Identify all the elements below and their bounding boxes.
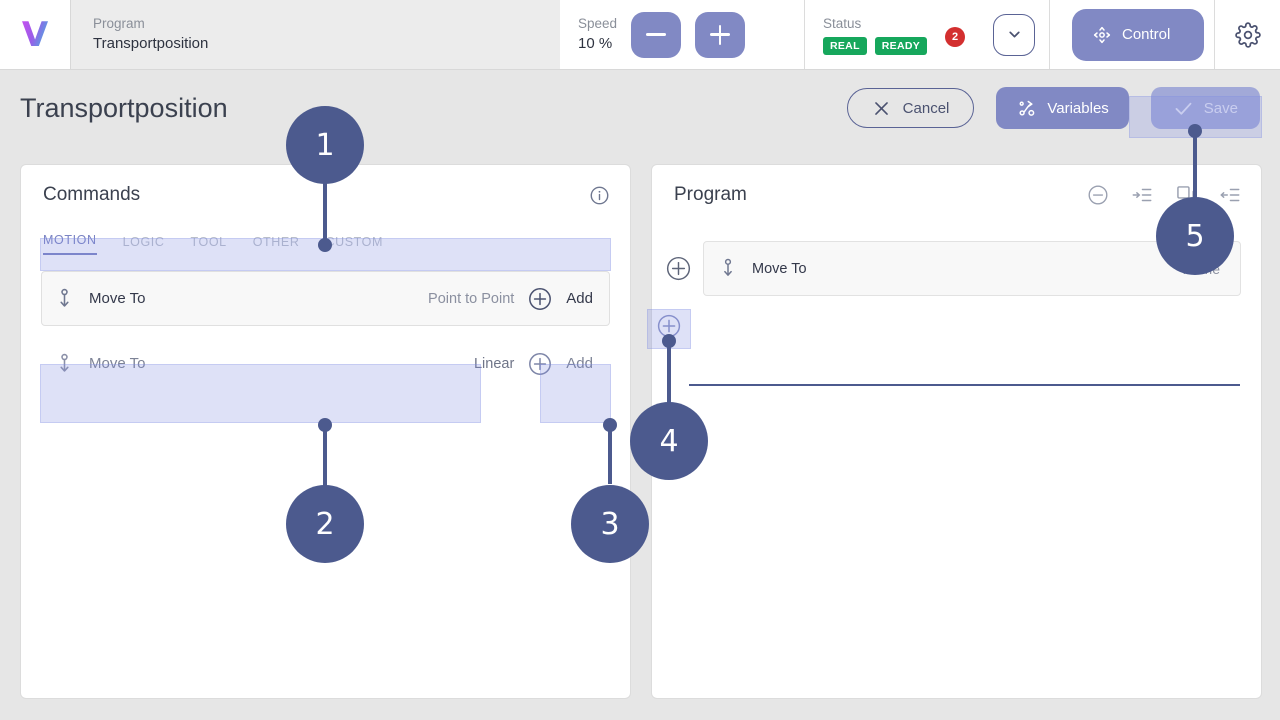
command-name: Move To — [89, 355, 146, 372]
speed-value: 10 % — [578, 35, 613, 53]
program-panel-header: Program — [652, 165, 1261, 225]
move-crosshair-icon — [1093, 26, 1111, 43]
commands-tabs: MOTION LOGIC TOOL OTHER CUSTOM — [21, 225, 630, 255]
duplicate-icon[interactable] — [1175, 184, 1197, 206]
status-readout: Status REAL READY — [823, 14, 928, 56]
check-icon — [1175, 102, 1192, 115]
cancel-button-label: Cancel — [902, 99, 950, 117]
program-add-top-button[interactable] — [666, 256, 691, 281]
program-row-name: Move To — [752, 260, 807, 277]
command-meta: Point to Point — [428, 290, 515, 307]
status-badges: REAL READY — [823, 37, 928, 56]
commands-panel: Commands MOTION LOGIC TOOL OTHER CUSTOM — [20, 164, 631, 699]
commands-list: Move To Point to Point Add Move To — [21, 255, 630, 391]
plus-icon — [710, 24, 731, 45]
status-area: Status REAL READY 2 — [805, 0, 1050, 69]
program-row-move-to[interactable]: Move To Home — [703, 241, 1241, 296]
variables-button-label: Variables — [1047, 99, 1109, 117]
speed-decrease-button[interactable] — [631, 11, 682, 58]
tab-custom[interactable]: CUSTOM — [325, 235, 384, 249]
status-badge-real: REAL — [823, 37, 867, 56]
variables-graph-icon — [1019, 100, 1035, 116]
plus-circle-icon[interactable] — [528, 352, 552, 376]
program-name-field[interactable]: Program Transportposition — [70, 0, 560, 69]
tab-logic[interactable]: LOGIC — [122, 235, 165, 249]
page-title: Transportposition — [20, 92, 228, 123]
program-panel-toolbar — [1087, 184, 1241, 206]
save-button-label: Save — [1203, 99, 1238, 117]
command-add-label[interactable]: Add — [566, 290, 593, 307]
status-expand-button[interactable] — [993, 13, 1035, 56]
tab-other[interactable]: OTHER — [252, 235, 300, 249]
plus-circle-icon[interactable] — [528, 287, 552, 311]
move-to-icon — [60, 288, 69, 307]
program-value: Transportposition — [93, 35, 209, 53]
command-row-move-to-linear[interactable]: Move To Linear Add — [41, 336, 610, 391]
program-label: Program — [93, 15, 145, 31]
page-actions: Cancel Variables Save — [846, 87, 1260, 129]
close-icon — [874, 101, 888, 115]
minus-circle-icon[interactable] — [1087, 184, 1109, 206]
speed-control: Speed 10 % — [560, 0, 805, 69]
command-row-actions: Linear Add — [474, 352, 593, 376]
move-to-icon — [60, 353, 69, 372]
save-button[interactable]: Save — [1150, 87, 1260, 129]
commands-panel-title: Commands — [43, 184, 141, 205]
status-badge-ready: READY — [874, 37, 928, 56]
program-row-wrap: Move To Home — [666, 241, 1241, 296]
command-row-actions: Point to Point Add — [428, 287, 593, 311]
app-logo[interactable]: V — [0, 0, 70, 69]
program-panel-title: Program — [674, 184, 747, 205]
cancel-button[interactable]: Cancel — [846, 88, 975, 128]
commands-panel-header: Commands — [21, 165, 630, 225]
control-button[interactable]: Control — [1072, 8, 1204, 61]
program-insert-line — [689, 384, 1240, 386]
command-meta: Linear — [473, 355, 515, 372]
gear-icon — [1234, 21, 1261, 48]
logo-v-icon: V — [21, 14, 49, 55]
command-row-move-to-ptp[interactable]: Move To Point to Point Add — [41, 271, 610, 326]
top-bar: V Program Transportposition Speed 10 % S… — [0, 0, 1280, 70]
tab-tool[interactable]: TOOL — [190, 235, 227, 249]
commands-panel-header-icons — [589, 185, 610, 206]
minus-icon — [646, 33, 667, 36]
command-add-label[interactable]: Add — [566, 355, 593, 372]
program-add-insert-button[interactable] — [657, 314, 681, 338]
move-to-icon — [724, 258, 732, 276]
speed-increase-button[interactable] — [695, 11, 746, 58]
variables-button[interactable]: Variables — [996, 87, 1129, 129]
info-circle-icon[interactable] — [589, 185, 610, 206]
command-name: Move To — [89, 290, 146, 307]
indent-right-icon[interactable] — [1131, 184, 1153, 206]
control-button-label: Control — [1122, 26, 1171, 43]
alert-count-badge[interactable]: 2 — [945, 26, 966, 47]
chevron-down-icon — [1008, 31, 1020, 38]
speed-label: Speed — [578, 15, 618, 31]
tab-motion[interactable]: MOTION — [43, 233, 97, 255]
outdent-left-icon[interactable] — [1219, 184, 1241, 206]
alert-wrap: 2 — [943, 13, 973, 57]
program-row-meta: Home — [1182, 260, 1220, 277]
status-label: Status — [823, 15, 862, 31]
speed-readout: Speed 10 % — [578, 14, 617, 55]
program-panel: Program — [651, 164, 1262, 699]
page-header: Transportposition Cancel Variables — [0, 70, 1280, 146]
program-body: Move To Home — [652, 225, 1261, 386]
settings-button[interactable] — [1214, 0, 1280, 69]
control-area: Control — [1050, 0, 1214, 69]
